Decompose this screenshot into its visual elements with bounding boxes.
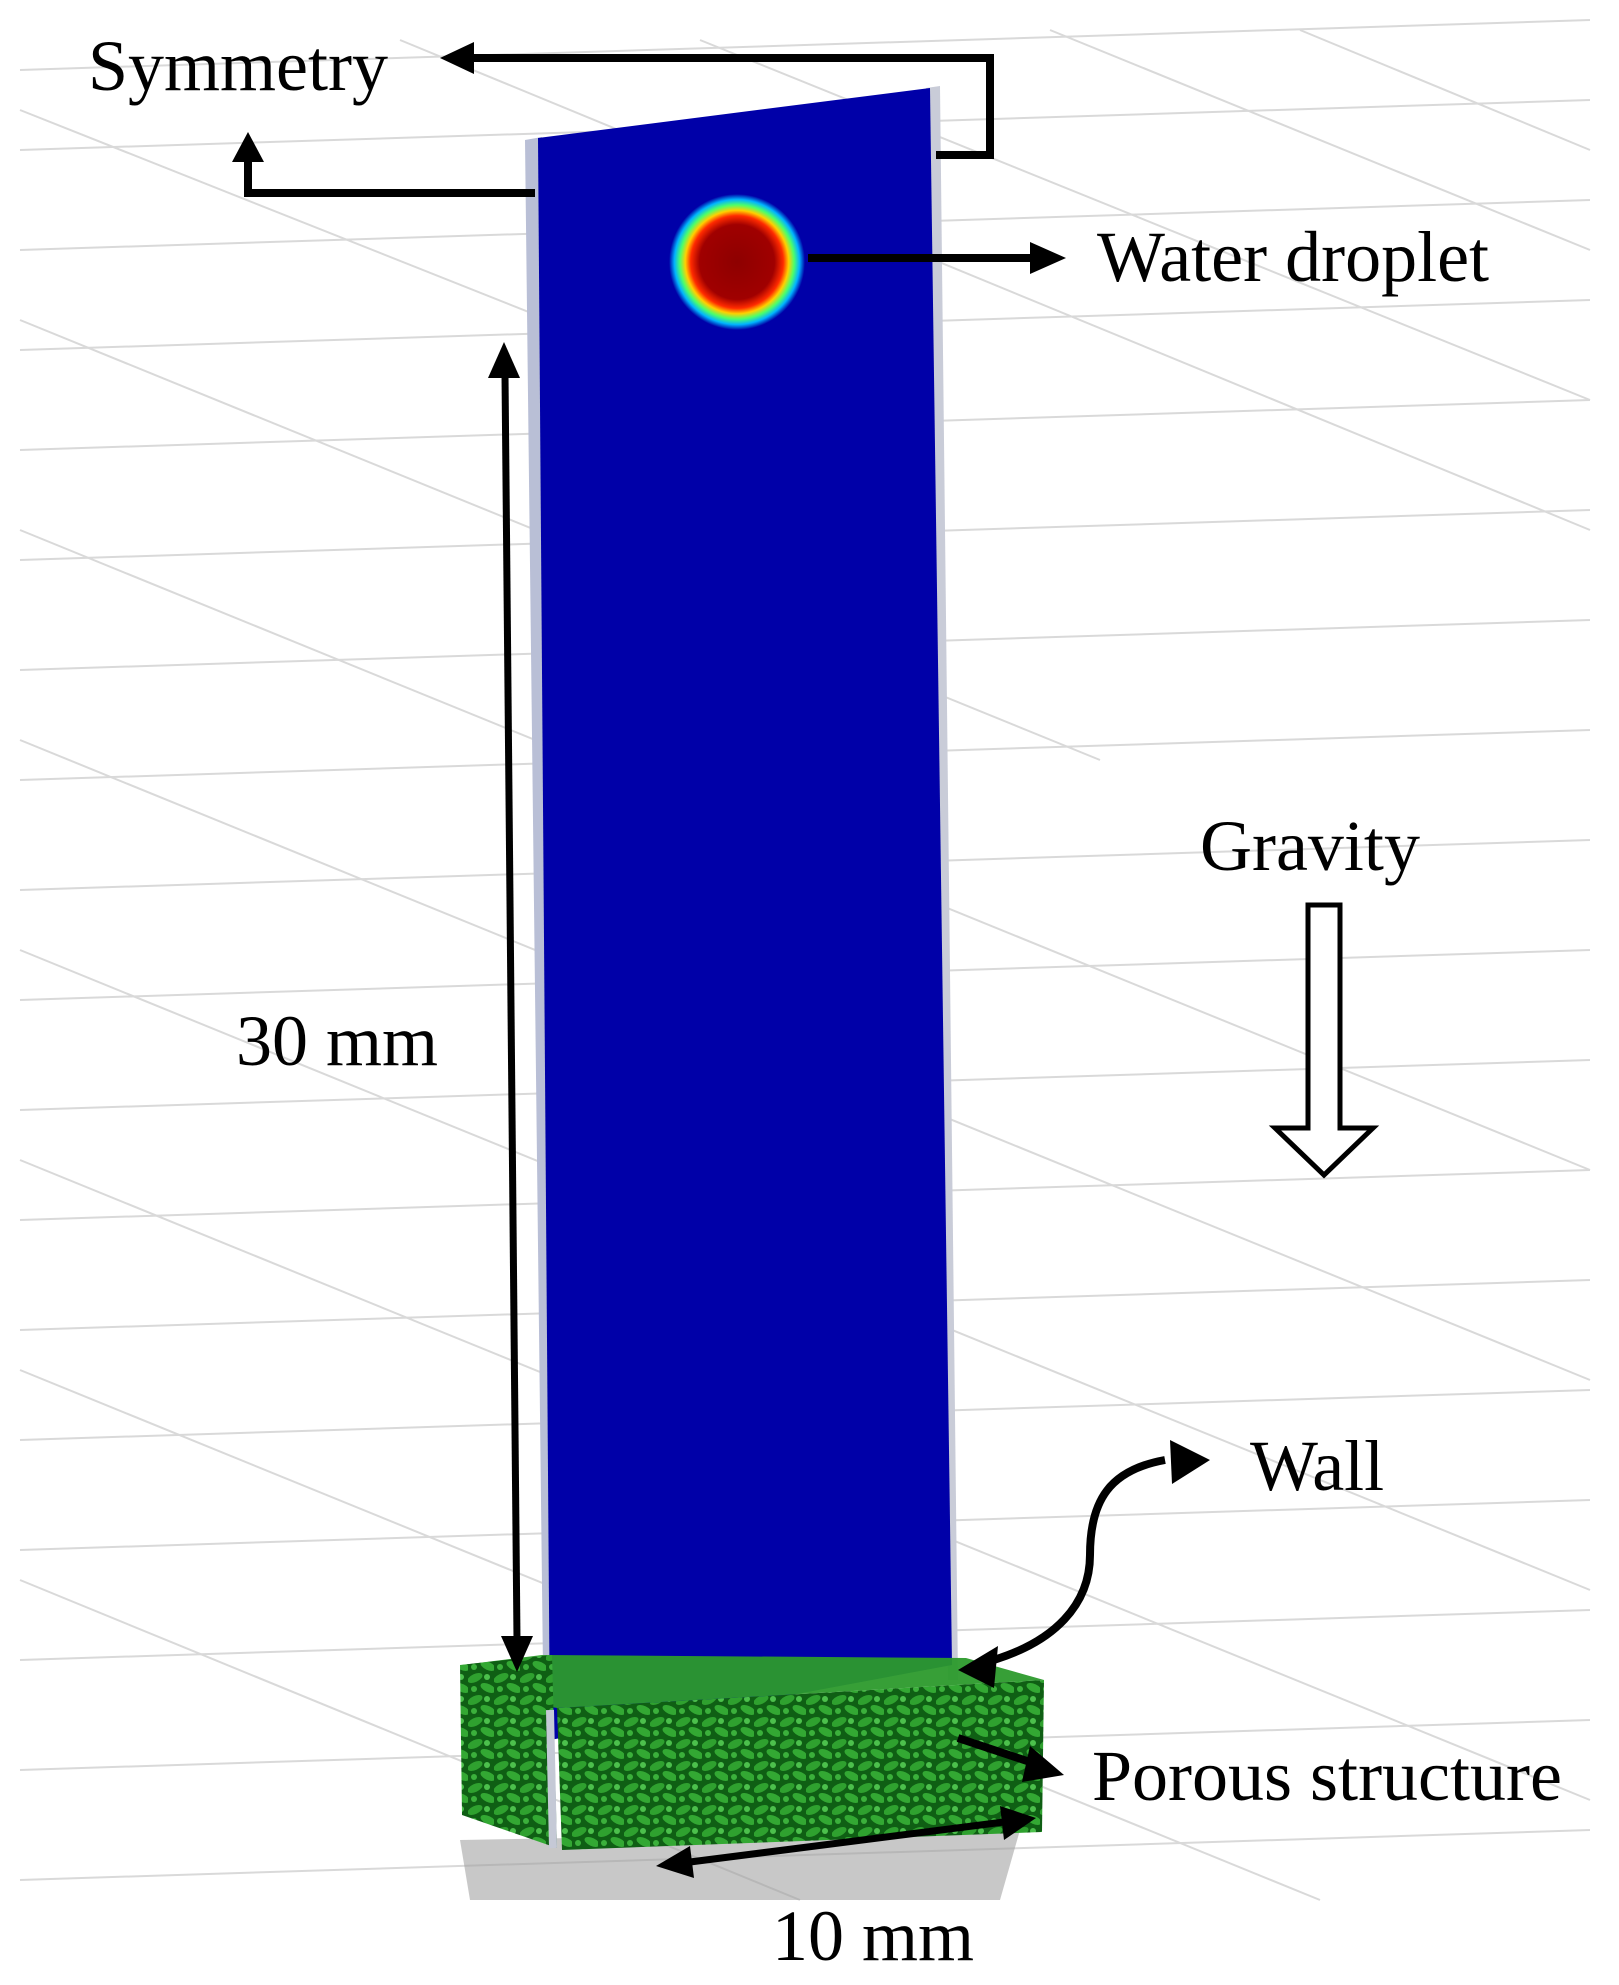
fluid-domain bbox=[538, 88, 952, 1740]
left-wall-edge bbox=[525, 137, 555, 1840]
wall-label: Wall bbox=[1250, 1426, 1384, 1506]
gravity-arrow bbox=[1268, 902, 1380, 1179]
water-droplet bbox=[669, 194, 805, 330]
porous-structure-arrow bbox=[956, 1734, 1064, 1782]
porous-gap bbox=[546, 1709, 557, 1849]
symmetry-arrows bbox=[232, 42, 994, 197]
wall-arrow bbox=[958, 1440, 1210, 1688]
porous-structure-top bbox=[462, 1655, 1044, 1708]
porous-structure-front bbox=[557, 1680, 1044, 1850]
width-label: 10 mm bbox=[772, 1896, 974, 1976]
porous-structure-left bbox=[460, 1655, 557, 1848]
symmetry-label: Symmetry bbox=[88, 26, 388, 106]
porous-structure-label: Porous structure bbox=[1092, 1736, 1562, 1816]
height-dimension-arrow bbox=[488, 342, 533, 1672]
gravity-label: Gravity bbox=[1200, 806, 1420, 886]
height-label: 30 mm bbox=[236, 1001, 438, 1081]
water-droplet-arrow bbox=[808, 242, 1066, 274]
width-dimension-arrow bbox=[656, 1806, 1036, 1878]
water-droplet-label: Water droplet bbox=[1097, 217, 1489, 297]
